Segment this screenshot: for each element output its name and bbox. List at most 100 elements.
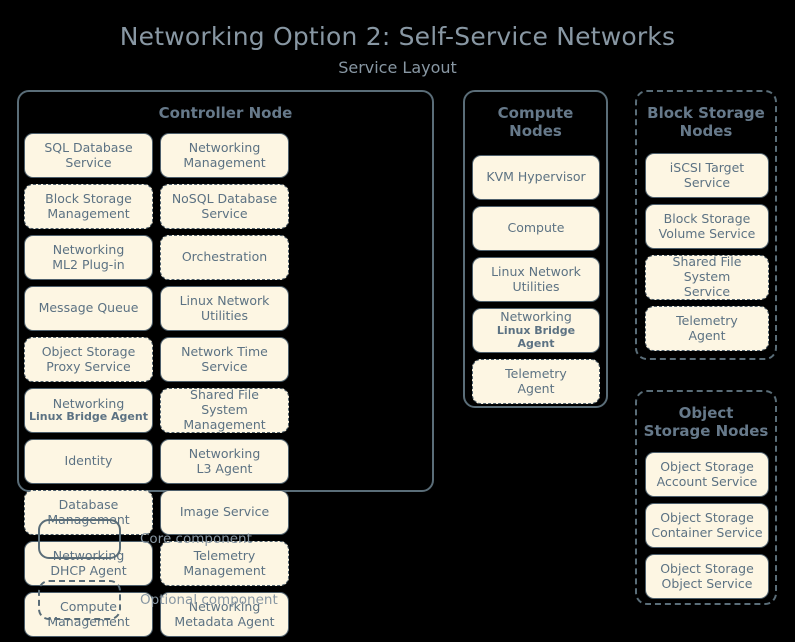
legend-core-component: Core component — [38, 519, 252, 559]
node-block-storage: Block Storage Nodes — [635, 90, 777, 360]
service-label-line1: Compute — [507, 220, 565, 236]
service-box[interactable]: Orchestration — [160, 235, 289, 280]
service-label-line1: Block Storage — [45, 190, 132, 206]
service-label-line2: Management — [183, 416, 266, 432]
service-label-line2: Management — [47, 205, 130, 221]
service-label-line1: Object Storage — [660, 509, 754, 525]
service-label-line1: Database — [58, 496, 119, 512]
service-label-line2: Metadata Agent — [174, 613, 275, 629]
service-box[interactable]: Compute — [472, 206, 600, 251]
service-label-line2: Service — [201, 205, 248, 221]
service-label-line2: Account Service — [656, 473, 758, 489]
service-label-line2: Service — [65, 154, 112, 170]
node-object-storage: Object Storage Nodes — [635, 390, 777, 605]
service-box[interactable]: Identity — [24, 439, 153, 484]
node-block-storage-title: Block Storage Nodes — [637, 104, 775, 141]
page-subtitle: Service Layout — [338, 58, 457, 77]
service-label-line1: Networking — [188, 445, 261, 461]
node-block-storage-title-line2: Nodes — [679, 122, 733, 141]
service-label-line2: ML2 Plug-in — [52, 256, 125, 272]
service-box[interactable]: Image Service — [160, 490, 289, 535]
node-compute: Compute Nodes — [463, 90, 608, 408]
service-label-line2: Service — [683, 174, 731, 190]
service-label-line1: Message Queue — [38, 300, 139, 316]
service-label-line2: Management — [183, 562, 266, 578]
service-box[interactable]: Message Queue — [24, 286, 153, 331]
service-label-line1: Linux Network — [491, 263, 581, 279]
service-label-line1: KVM Hypervisor — [486, 169, 586, 185]
service-label-line1: SQL Database — [44, 139, 133, 155]
service-label-line1: Telemetry — [505, 365, 567, 381]
service-label-line1: Telemetry — [193, 547, 256, 563]
service-label-line1: Networking — [188, 598, 261, 614]
node-controller-title: Controller Node — [158, 104, 293, 122]
service-label-line2: Agent — [517, 380, 555, 396]
service-label-line1: Network Time — [181, 343, 268, 359]
service-label-line2: Proxy Service — [46, 358, 131, 374]
service-label-line1: NoSQL Database — [171, 190, 278, 206]
legend-optional-component: Optional component — [38, 580, 278, 620]
service-label-line1: Shared File System — [190, 387, 259, 418]
legend-core-label: Core component — [140, 531, 252, 547]
node-compute-title-line2: Nodes — [509, 122, 562, 141]
node-compute-title: Compute Nodes — [465, 104, 606, 141]
service-label-line2: Management — [183, 154, 266, 170]
service-label-line2: Utilities — [200, 307, 249, 323]
service-label-line1: Object Storage — [660, 560, 754, 576]
service-label-line1: Telemetry — [676, 312, 738, 328]
service-label-line2: Management — [47, 613, 130, 629]
service-label-line2: Agent — [688, 327, 726, 343]
node-block-storage-title-line1: Block Storage — [647, 104, 765, 122]
service-label-line1: Linux Network — [179, 292, 270, 308]
service-label-line1: iSCSI Target — [669, 159, 745, 175]
legend-optional-swatch — [38, 580, 121, 620]
service-label-line2: L3 Agent — [196, 460, 253, 476]
service-label-line2: Volume Service — [658, 225, 756, 241]
service-label-line2: Object Service — [661, 575, 753, 591]
service-label-line1: Object Storage — [41, 343, 136, 359]
page-title: Networking Option 2: Self-Service Networ… — [119, 22, 676, 51]
service-label-line2: Linux Bridge Agent — [496, 323, 576, 350]
service-label-line1: Block Storage — [663, 210, 751, 226]
node-object-storage-title-line1: Object — [678, 404, 734, 422]
service-label-line2: Linux Bridge Agent — [29, 410, 148, 424]
service-label-line2: Service — [201, 358, 248, 374]
service-label-line1: Shared File System — [672, 254, 742, 285]
service-label-line2: Container Service — [651, 524, 763, 540]
node-object-storage-title: Object Storage Nodes — [637, 404, 775, 441]
service-label-line1: Identity — [64, 453, 113, 469]
service-label-line2: Utilities — [512, 278, 560, 294]
node-object-storage-title-line2: Storage Nodes — [643, 422, 769, 441]
node-compute-title-line1: Compute — [497, 104, 574, 122]
service-label-line1: Networking — [52, 241, 125, 257]
service-box[interactable]: KVM Hypervisor — [472, 155, 600, 200]
service-label-line1: Object Storage — [660, 458, 754, 474]
